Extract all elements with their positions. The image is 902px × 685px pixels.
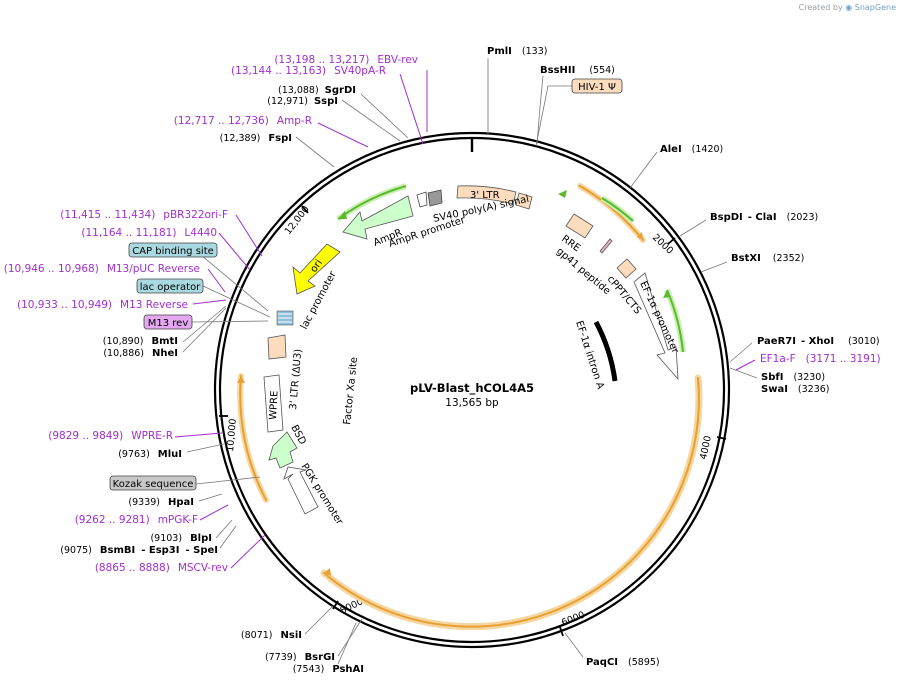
wpre-feature xyxy=(263,374,284,433)
orf-arrowhead xyxy=(324,568,331,576)
lac-operator-box xyxy=(136,278,204,294)
m13-rev-label: M13 rev xyxy=(148,318,189,329)
primer-l4440: (11,164 .. 11,181)L4440 xyxy=(81,227,217,239)
hiv-psi-feature xyxy=(515,192,533,210)
tick-marks xyxy=(219,205,727,637)
tick-label-10000: 10,000 xyxy=(225,418,239,452)
rre-feature xyxy=(565,213,594,239)
cap-binding-box xyxy=(128,242,218,258)
tick-label-4000: 4000 xyxy=(698,435,714,461)
primer-m13-reverse: (10,933 .. 10,949)M13 Reverse xyxy=(17,299,188,311)
enzyme-blpi: (9103)BlpI xyxy=(150,533,212,544)
enzyme-swai: SwaI(3236) xyxy=(761,384,830,395)
ori-feature xyxy=(292,243,341,295)
enzyme-sgrdi: (13,088)SgrDI xyxy=(278,85,356,96)
enzyme-leader-lines xyxy=(182,58,758,665)
ampr-feature xyxy=(342,195,414,240)
snapgene-watermark: Created by ◉ SnapGene xyxy=(799,3,896,12)
plasmid-length: 13,565 bp xyxy=(445,397,499,409)
primer-mpgk-f: (9262 .. 9281)mPGK-F xyxy=(75,514,198,526)
enzyme-bsshii: BssHII(554) xyxy=(540,65,615,76)
orf-arrowhead xyxy=(237,376,245,383)
m13-rev-box xyxy=(143,314,193,330)
primer-sv40pa-r: (13,144 .. 13,163)SV40pA-R xyxy=(231,65,386,77)
cap-binding-label: CAP binding site xyxy=(132,246,214,257)
primer-wpre-r: (9829 .. 9849)WPRE-R xyxy=(48,430,173,442)
enzyme-bmti: (10,890)BmtI xyxy=(103,336,178,347)
primer-ebv-rev: (13,198 .. 13,217)EBV-rev xyxy=(274,54,418,66)
ef1a-intron-feature xyxy=(593,320,618,382)
enzyme-pshai: (7543)PshAI xyxy=(293,664,364,675)
enzyme-bsrgi: (7739)BsrGI xyxy=(265,652,335,663)
enzyme-bspdi: BspDI- ClaI(2023) xyxy=(710,212,818,223)
primer-mscv-rev: (8865 .. 8888)MSCV-rev xyxy=(95,562,228,574)
promoter-small xyxy=(416,191,428,208)
enzyme-nhei: (10,886)NheI xyxy=(103,348,178,359)
enzyme-nsii: (8071)NsiI xyxy=(241,630,302,641)
primer-ef1a-f: EF1a-F(3171 .. 3191) xyxy=(760,353,881,365)
enzyme-bstxi: BstXI(2352) xyxy=(731,253,804,264)
enzyme-mlui: (9763)MluI xyxy=(118,449,182,460)
wpre-label: WPRE xyxy=(268,390,281,420)
ltr3-label: 3' LTR xyxy=(470,190,500,201)
kozak-box xyxy=(109,475,197,491)
backbone-outer xyxy=(213,131,731,649)
enzyme-fspi: (12,389)FspI xyxy=(220,133,292,144)
sv40-feature xyxy=(427,189,443,207)
enzyme-paer7i: PaeR7I- XhoI(3010) xyxy=(757,336,880,347)
hiv-psi-label: HIV-1 Ψ xyxy=(578,82,616,93)
watermark-prefix: Created by xyxy=(798,3,843,12)
enzyme-paqci: PaqCI(5895) xyxy=(586,657,660,668)
enzyme-hpai: (9339)HpaI xyxy=(128,497,194,508)
gp41-feature xyxy=(599,238,613,254)
snapgene-logo-icon: ◉ xyxy=(845,3,853,12)
green-arrowhead xyxy=(558,190,567,198)
feature-leader-lines xyxy=(191,85,572,485)
ltr-du3-feature xyxy=(267,334,287,360)
pgk-feature xyxy=(283,466,319,515)
enzyme-alei: AleI(1420) xyxy=(660,144,723,155)
factorxa-label: Factor Xa site xyxy=(342,357,360,426)
ef1a-promoter-feature xyxy=(633,272,679,381)
ltr-du3-label: 3' LTR (ΔU3) xyxy=(288,348,304,410)
primer-leader-lines xyxy=(174,70,756,569)
orf-arrowhead xyxy=(637,232,643,240)
bsd-feature xyxy=(268,431,298,469)
enzyme-pmli: PmlI(133) xyxy=(487,46,547,57)
enzyme-sbfi: SbfI(3230) xyxy=(761,372,825,383)
primer-amp-r: (12,717 .. 12,736)Amp-R xyxy=(174,115,312,127)
plasmid-name: pLV-Blast_hCOL4A5 xyxy=(410,381,534,396)
lac-operator-label: lac operator xyxy=(140,282,201,293)
primer-m13-puc-reverse: (10,946 .. 10,968)M13/pUC Reverse xyxy=(4,263,200,275)
cppt-feature xyxy=(616,258,637,279)
kozak-label: Kozak sequence xyxy=(113,479,194,490)
lac-hatching xyxy=(278,313,292,323)
hiv-psi-box xyxy=(571,78,623,94)
gp41-label: gp41 peptide xyxy=(554,246,612,297)
enzyme-bsmbi: (9075)BsmBI- Esp3I- SpeI xyxy=(60,545,218,556)
green-arrowhead xyxy=(338,211,347,219)
ltr3-feature xyxy=(456,185,517,205)
watermark-brand: SnapGene xyxy=(854,3,896,12)
primer-pbr322ori-f: (11,415 .. 11,434)pBR322ori-F xyxy=(60,209,228,221)
enzyme-sspi: (12,971)SspI xyxy=(267,96,338,107)
green-arrowhead xyxy=(663,290,671,298)
